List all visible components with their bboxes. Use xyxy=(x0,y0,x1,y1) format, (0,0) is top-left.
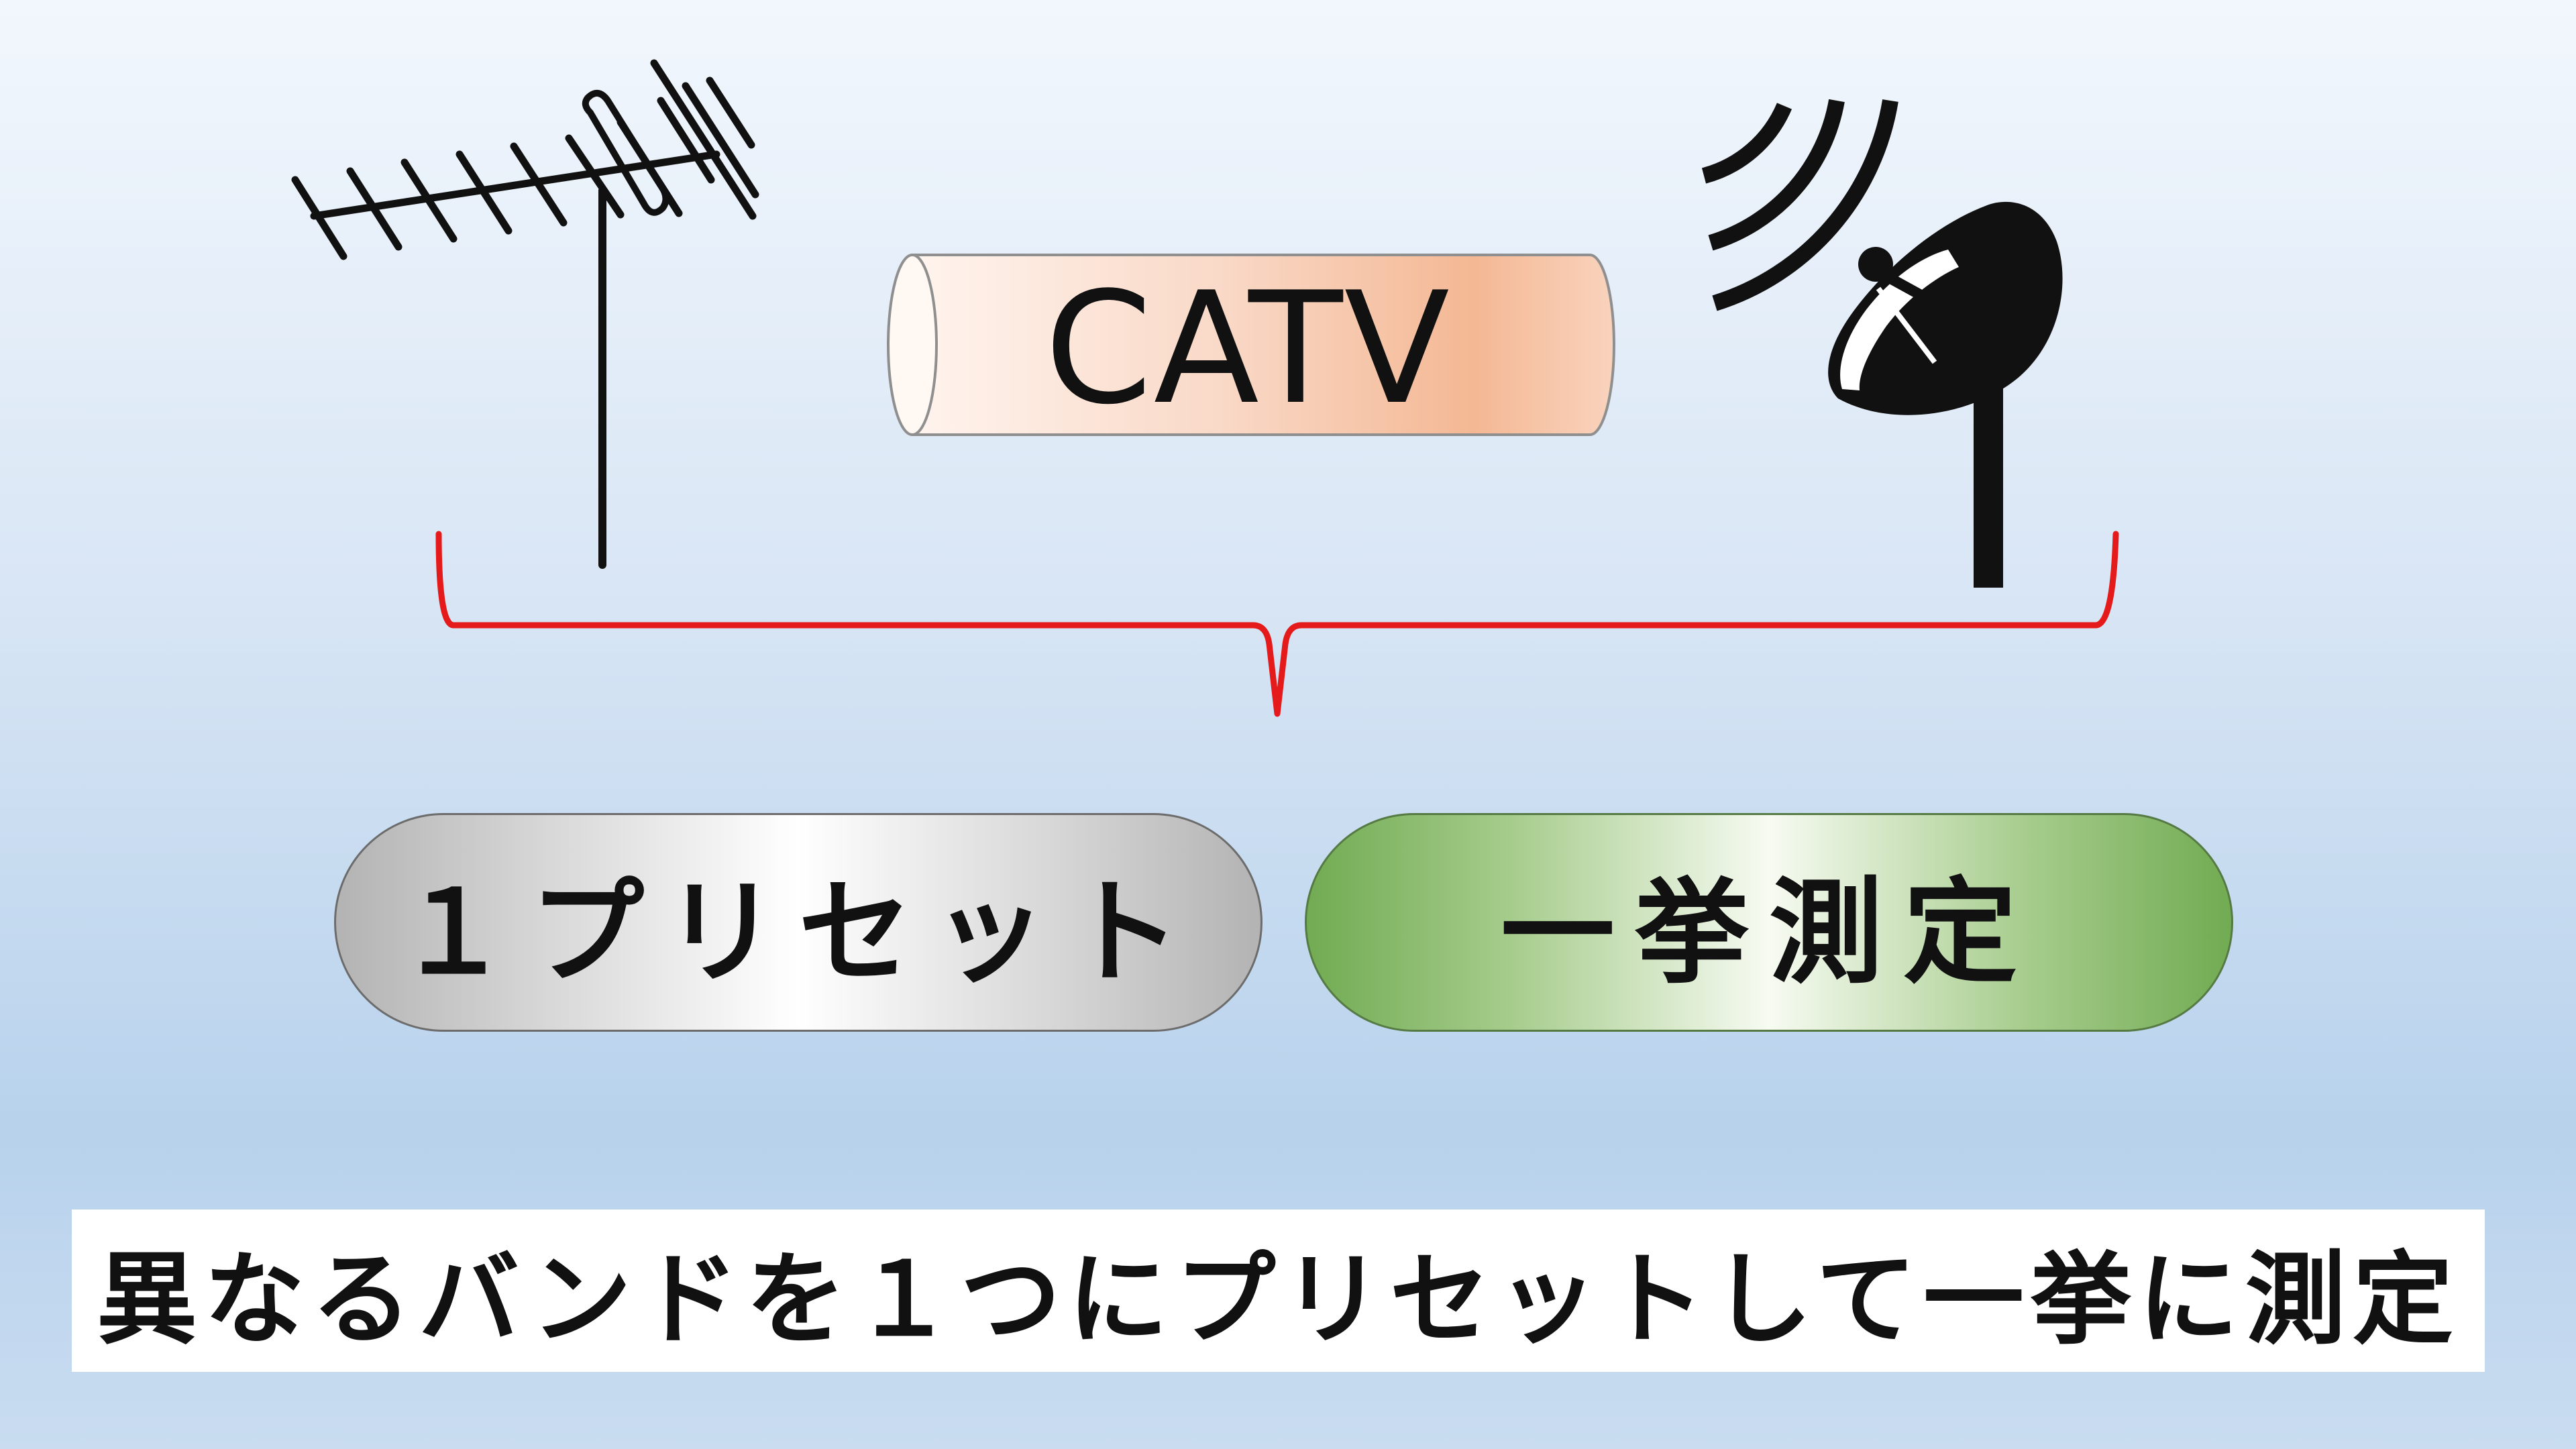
bulk-measure-pill: 一挙測定 xyxy=(1305,813,2233,1032)
cable-label: CATV xyxy=(1044,259,1451,439)
grouping-brace xyxy=(435,531,2119,717)
cable-cylinder-icon xyxy=(887,254,1615,436)
yagi-antenna-icon xyxy=(291,59,759,569)
caption-box: 異なるバンドを１つにプリセットして一挙に測定 xyxy=(72,1210,2485,1372)
caption-text: 異なるバンドを１つにプリセットして一挙に測定 xyxy=(96,1241,2460,1358)
satellite-dish-icon xyxy=(1701,99,2063,588)
preset-pill: １プリセット xyxy=(334,813,1263,1032)
